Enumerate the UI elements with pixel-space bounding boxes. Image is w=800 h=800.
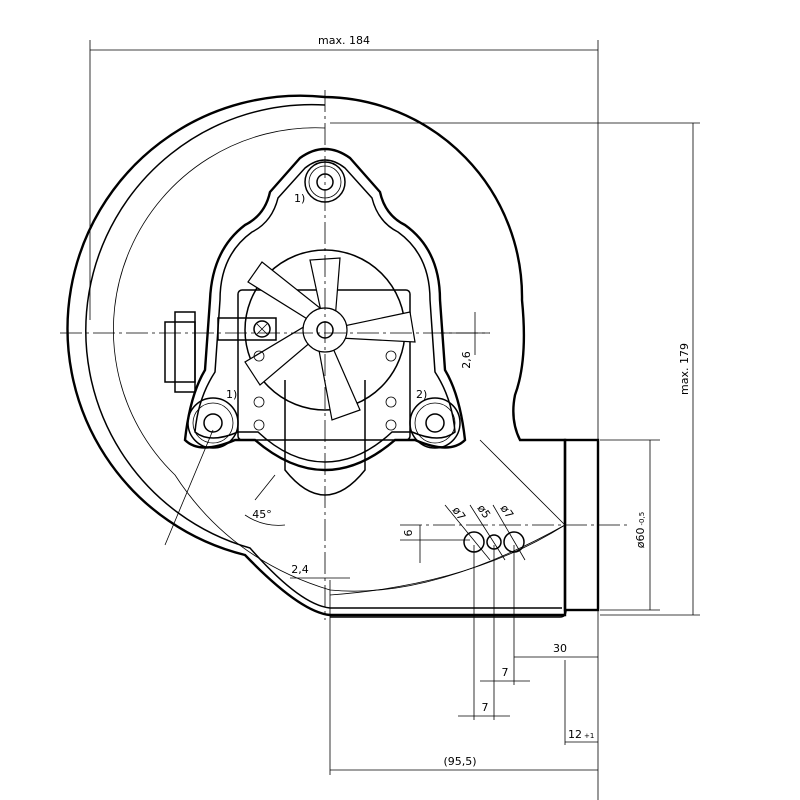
dim-total: (95,5) [443, 755, 476, 768]
dim-offset-vertical: 2,6 [460, 351, 473, 369]
dim-overall-width: max. 184 [318, 34, 370, 47]
dim-angle: 45° [252, 508, 272, 521]
note-mount-right: 2) [416, 388, 427, 401]
dim-hole-1: ø7 [450, 504, 469, 523]
dim-hole-spacing: 6 [402, 530, 415, 537]
centerlines [60, 90, 630, 620]
dim-pitch-a: 7 [502, 666, 509, 679]
mount-screw-left [187, 397, 239, 449]
dim-outlet-diameter: ø60-0,5 [634, 512, 647, 548]
dim-hole-2: ø5 [475, 502, 494, 521]
dim-pitch-b: 7 [482, 701, 489, 714]
dim-30: 30 [553, 642, 567, 655]
note-mount-top: 1) [294, 192, 305, 205]
dim-hole-3: ø7 [498, 502, 517, 521]
impeller [244, 257, 416, 421]
note-mount-left: 1) [226, 388, 237, 401]
terminal-connector [164, 311, 277, 393]
mount-screw-right [409, 397, 461, 449]
dim-flange: 12+1 [568, 728, 594, 741]
bracket-screws [253, 350, 397, 431]
dimension-lines [89, 40, 700, 800]
dim-offset-horizontal: 2,4 [291, 563, 309, 576]
dim-overall-height: max. 179 [678, 343, 691, 395]
